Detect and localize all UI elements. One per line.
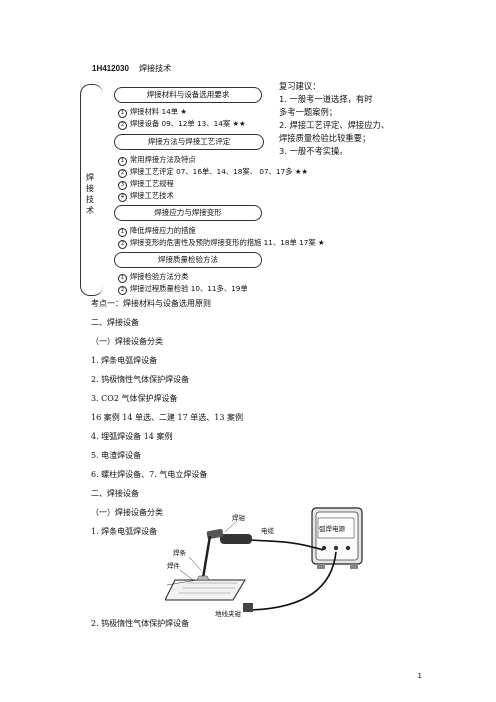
item-number: 2 (118, 121, 127, 130)
cable-icon (250, 539, 324, 551)
item-text: 降低焊接应力的措施 (130, 226, 196, 235)
item-text: 焊接工艺技术 (130, 191, 174, 200)
body-line: 6. 螺柱焊设备、7. 气电立焊设备 (91, 470, 208, 479)
item-text: 常用焊接方法及特点 (130, 155, 196, 164)
ground-cable-icon (249, 551, 337, 611)
item-text: 焊接过程质量检验 10、11多、19单 (130, 284, 248, 293)
workpiece-icon (165, 575, 246, 601)
label-power: 弧焊电源 (319, 524, 346, 533)
mindmap-topic-1: 焊接材料与设备选用要求 (114, 87, 262, 103)
electrode-holder-icon (201, 528, 252, 579)
body-line: 1. 焊条电弧焊设备 (91, 527, 158, 536)
review-line: 复习建议： (279, 81, 321, 91)
item-text: 焊接材料 14单 ★ (130, 107, 187, 116)
body-line: 16 案例 14 单选、二建 17 单选、13 案例 (91, 413, 243, 422)
body-line: 1. 焊条电弧焊设备 (91, 356, 158, 365)
item-text: 焊接工艺评定 07、16单、14、18案、 07、17多 ★★ (130, 167, 308, 176)
item-number: 1 (118, 228, 127, 237)
root-char: 技 (86, 195, 94, 204)
review-line: 2. 焊接工艺评定、焊接应力、 (279, 120, 390, 130)
body-line: 2. 钨极惰性气体保护焊设备 (91, 375, 190, 384)
power-supply-icon (311, 507, 363, 569)
item-number: 3 (118, 181, 127, 190)
body-line: 4. 埋弧焊设备 14 案例 (91, 432, 173, 441)
review-line: 多考一题案例； (279, 107, 338, 117)
mindmap-topic-4: 焊接质量检验方法 (114, 252, 262, 268)
item-text: 焊接变形的危害性及预防焊接变形的措施 11、18单 17案 ★ (130, 238, 325, 247)
item-number: 2 (118, 240, 127, 249)
ground-clamp-icon (243, 603, 253, 612)
body-heading: 考点一：焊接材料与设备选用原则 (91, 299, 211, 308)
label-rod: 焊条 (173, 548, 187, 557)
item-text: 焊接工艺规程 (130, 179, 174, 188)
item-number: 1 (118, 274, 127, 283)
section-header: 1H412030 焊接技术 (92, 63, 171, 74)
item-number: 1 (118, 157, 127, 166)
item-text: 焊接设备 09、12单 13、14案 ★★ (130, 119, 246, 128)
mindmap-topic-2: 焊接方法与焊接工艺评定 (114, 134, 264, 150)
body-line: 2. 钨极惰性气体保护焊设备 (91, 619, 190, 628)
body-line: （一）焊接设备分类 (91, 337, 163, 346)
item-number: 1 (118, 109, 127, 118)
body-line: 二、焊接设备 (91, 318, 139, 327)
item-number: 4 (118, 193, 127, 202)
item-number: 2 (118, 169, 127, 178)
root-char: 接 (86, 184, 94, 193)
review-line: 3. 一般不考实操。 (279, 146, 348, 156)
body-line: 二、焊接设备 (91, 489, 139, 498)
body-line: 5. 电渣焊设备 (91, 451, 142, 460)
item-text: 焊接检验方法分类 (130, 272, 189, 281)
section-code: 1H412030 (92, 64, 129, 73)
section-title: 焊接技术 (139, 64, 172, 73)
arc-welding-equipment-figure: 弧焊电源 焊钳 电缆 焊条 焊件 电弧 地线夹钳 (165, 507, 363, 618)
review-line: 焊接质量检验比较重要； (279, 133, 371, 143)
label-clamp: 焊钳 (232, 513, 246, 522)
item-number: 2 (118, 286, 127, 295)
page-number: 1 (417, 672, 422, 680)
root-char: 术 (86, 206, 94, 215)
mindmap-root-label: 焊 接 技 术 (83, 172, 97, 216)
body-line: （一）焊接设备分类 (91, 508, 163, 517)
mindmap-brace (80, 84, 103, 296)
body-line: 3. CO2 气体保护焊设备 (91, 394, 178, 403)
review-line: 1. 一般考一道选择，有时 (279, 94, 373, 104)
review-suggestions: 复习建议： 1. 一般考一道选择，有时 多考一题案例； 2. 焊接工艺评定、焊接… (279, 80, 389, 158)
mindmap-topic-3: 焊接应力与焊接变形 (114, 205, 262, 221)
label-ground: 地线夹钳 (215, 609, 242, 618)
label-workpiece: 焊件 (167, 561, 181, 570)
root-char: 焊 (86, 173, 94, 182)
label-cable: 电缆 (261, 526, 275, 535)
